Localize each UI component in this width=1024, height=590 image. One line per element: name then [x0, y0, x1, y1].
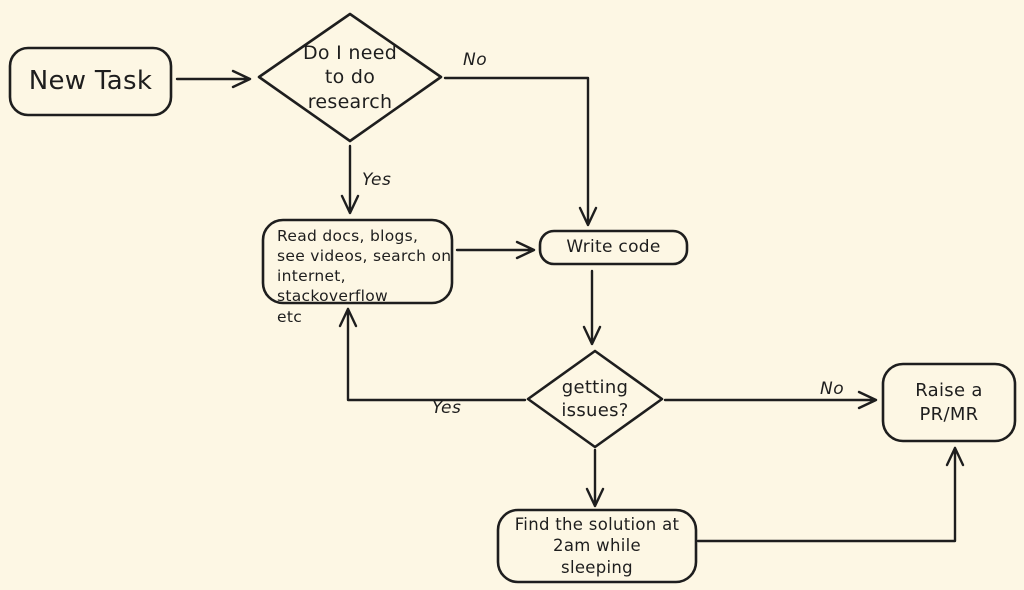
find-solution-label: Find the solution at 2am while sleeping: [514, 515, 680, 577]
research-decision-label: Do I need to do research: [302, 42, 398, 113]
arrow-findsolution-to-raisepr: [696, 446, 965, 543]
read-docs-label: Read docs, blogs, see videos, search on …: [277, 227, 452, 326]
write-code-box: [538, 229, 689, 266]
arrow-issues-no-to-raisepr: [663, 390, 878, 410]
raise-pr-label: Raise a PR/MR: [915, 380, 983, 425]
arrow-issues-down-to-findsolution: [585, 448, 605, 508]
find-solution-box: [496, 508, 698, 584]
issues-no-edge-label: No: [820, 379, 845, 399]
arrow-newtask-to-research: [175, 69, 252, 89]
arrow-writecode-to-issues: [582, 269, 602, 346]
read-docs-box: [261, 218, 454, 305]
issues-decision-label: getting issues?: [561, 376, 629, 421]
research-yes-edge-label: Yes: [362, 170, 392, 190]
arrow-research-yes-down: [340, 144, 360, 215]
research-decision-diamond: [257, 12, 443, 143]
new-task-label: New Task: [28, 65, 153, 96]
arrow-research-no-to-writecode: [443, 76, 598, 227]
new-task-box: [8, 46, 173, 117]
arrow-readdocs-to-writecode: [455, 240, 536, 260]
write-code-label: Write code: [566, 236, 661, 257]
issues-yes-edge-label: Yes: [432, 398, 462, 418]
research-no-edge-label: No: [463, 50, 488, 70]
arrow-issues-yes-to-readdocs: [338, 307, 527, 402]
raise-pr-box: [881, 362, 1017, 443]
issues-decision-diamond: [526, 349, 664, 449]
